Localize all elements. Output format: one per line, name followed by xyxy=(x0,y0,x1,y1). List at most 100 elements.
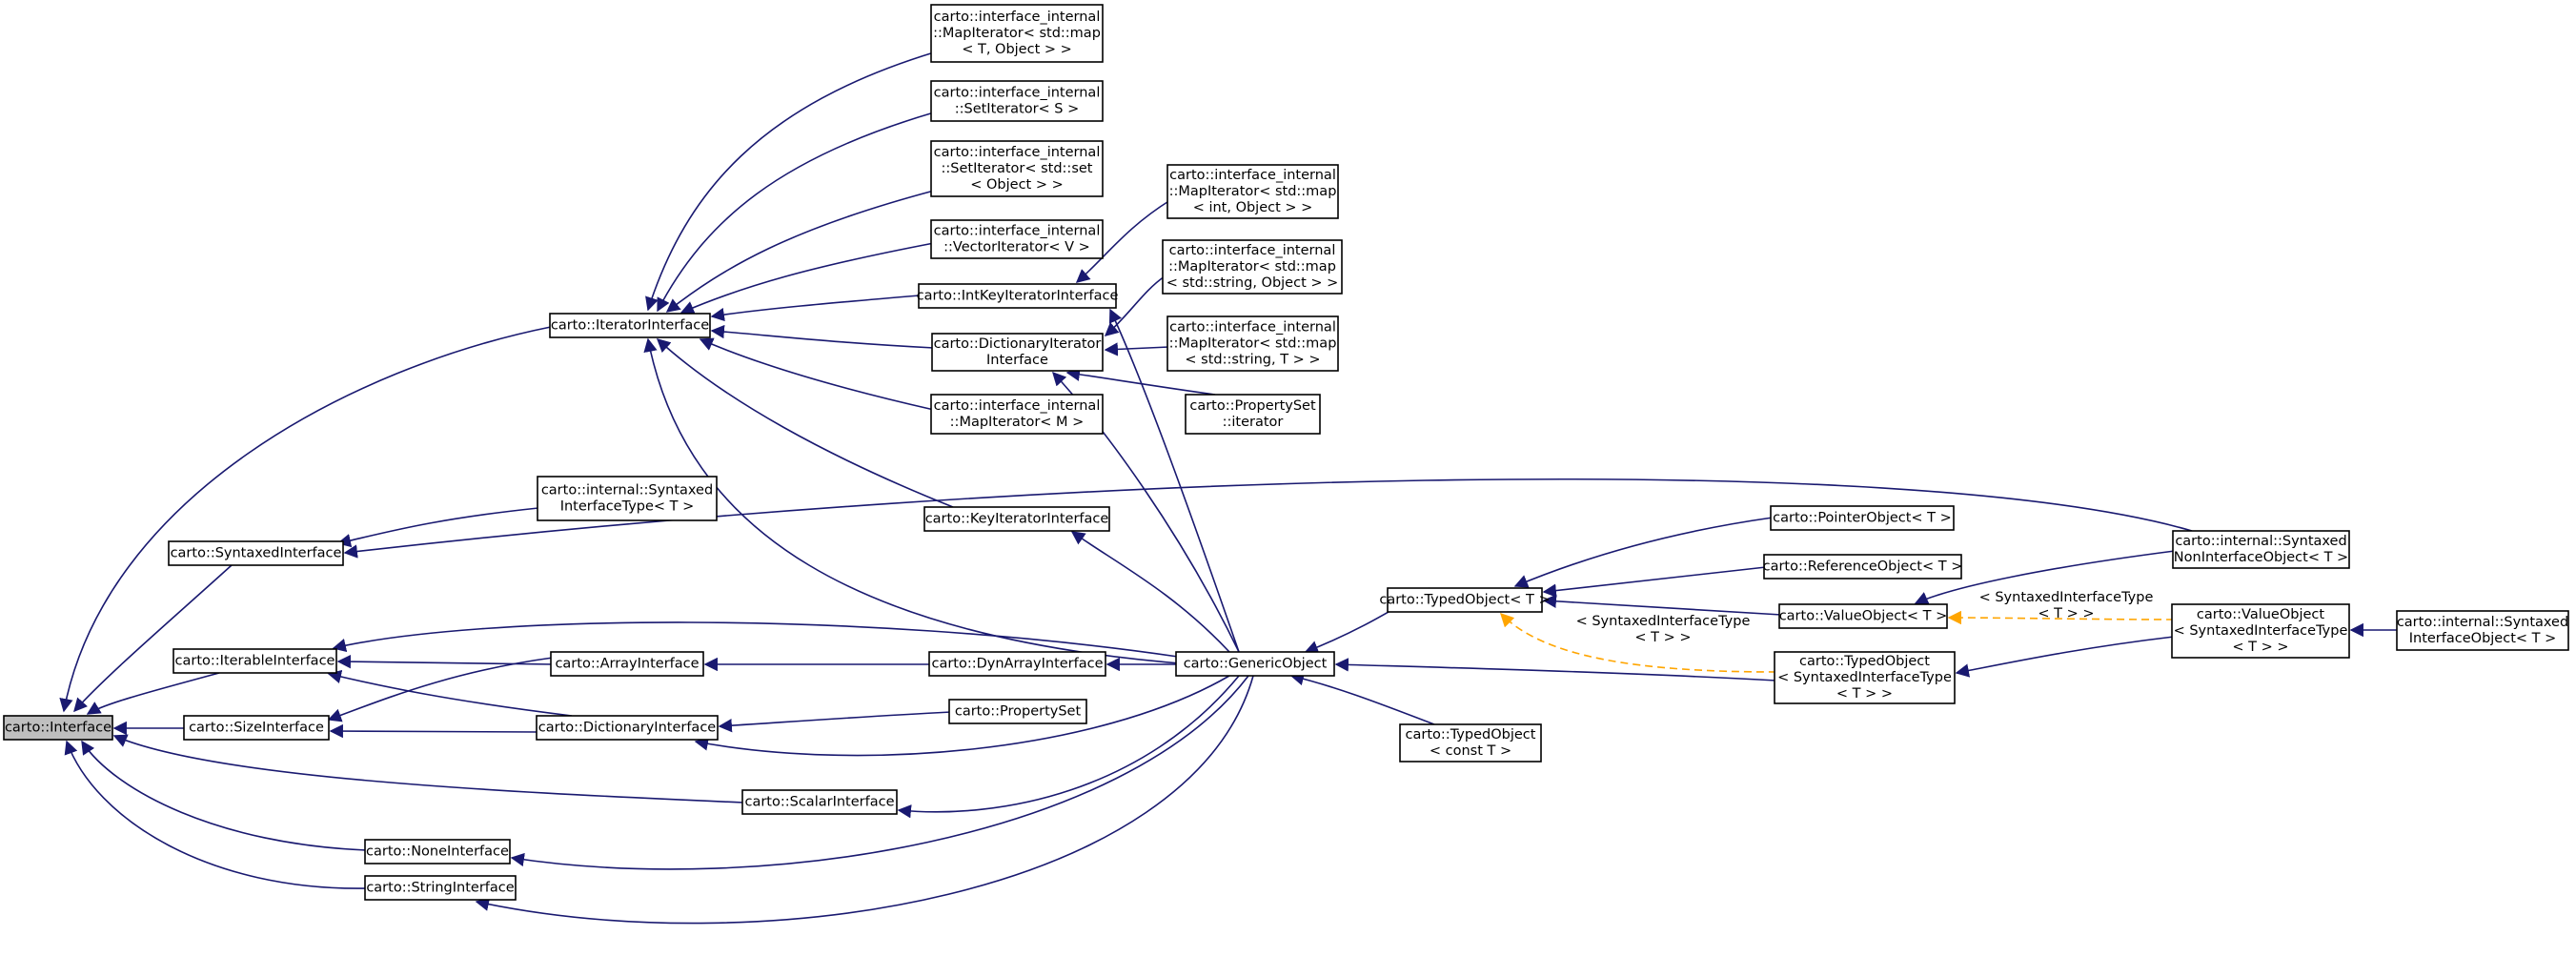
node-box xyxy=(536,715,719,741)
class-node-syntaxed-interface[interactable]: carto::SyntaxedInterface xyxy=(168,540,344,566)
class-node-key-iter-interface[interactable]: carto::KeyIteratorInterface xyxy=(923,506,1110,532)
class-node-property-set-iterator[interactable]: carto::PropertySet::iterator xyxy=(1185,394,1321,435)
edge-path xyxy=(699,337,935,411)
node-label-line: < Object > > xyxy=(970,177,1064,193)
node-label-line: carto::SyntaxedInterface xyxy=(171,546,342,561)
node-label-line: carto::interface_internal xyxy=(1169,243,1336,258)
nodes-layer: carto::Interface carto::IteratorInterface… xyxy=(3,4,2569,901)
class-node-map-iter-m[interactable]: carto::interface_internal::MapIterator< … xyxy=(930,394,1104,435)
class-node-interface[interactable]: carto::Interface xyxy=(3,715,113,741)
inheritance-edge-iterable-interface-to-interface xyxy=(86,672,220,715)
node-label-line: < std::string, Object > > xyxy=(1166,275,1339,291)
class-node-generic-object[interactable]: carto::GenericObject xyxy=(1175,651,1335,677)
node-box xyxy=(918,283,1117,309)
class-node-value-object-t[interactable]: carto::ValueObject< T > xyxy=(1778,603,1948,629)
class-node-array-interface[interactable]: carto::ArrayInterface xyxy=(550,651,704,677)
node-label-line: carto::IteratorInterface xyxy=(551,318,709,334)
inheritance-edge-typed-object-syntaxed-to-generic-object xyxy=(1334,658,1777,681)
class-node-set-iter-s[interactable]: carto::interface_internal::SetIterator< … xyxy=(930,80,1104,122)
node-box xyxy=(923,506,1110,532)
inheritance-edge-generic-object-to-iterator-interface xyxy=(643,337,1192,665)
edge-path xyxy=(112,734,744,803)
node-label-line: < T > > xyxy=(1836,686,1893,702)
inheritance-edge-array-interface-to-size-interface xyxy=(327,657,554,722)
node-box xyxy=(1185,394,1321,435)
node-label-line: carto::interface_internal xyxy=(1169,320,1336,336)
class-node-pointer-object-t[interactable]: carto::PointerObject< T > xyxy=(1770,505,1955,531)
class-node-syntaxed-interface-object[interactable]: carto::internal::SyntaxedInterfaceObject… xyxy=(2396,610,2569,651)
class-node-iterator-interface[interactable]: carto::IteratorInterface xyxy=(549,313,711,338)
node-label-line: carto::interface_internal xyxy=(934,224,1101,239)
inheritance-edge-generic-object-to-none-interface xyxy=(510,675,1249,870)
class-node-dictionary-interface[interactable]: carto::DictionaryInterface xyxy=(536,715,719,741)
class-node-map-iter-map-string-object[interactable]: carto::interface_internal::MapIterator< … xyxy=(1162,239,1343,295)
inheritance-edge-typed-object-const-t-to-generic-object xyxy=(1289,672,1435,725)
node-box xyxy=(1162,239,1343,295)
edge-path xyxy=(329,723,539,739)
node-label-line: carto::TypedObject xyxy=(1406,727,1536,742)
edge-path xyxy=(710,295,921,322)
edge-path xyxy=(657,112,935,313)
edge-path xyxy=(1289,672,1435,725)
inheritance-edge-vector-iter-v-to-iterator-interface xyxy=(679,242,935,315)
inheritance-edge-scalar-interface-to-interface xyxy=(112,734,744,803)
class-node-value-object-syntaxed[interactable]: carto::ValueObject< SyntaxedInterfaceTyp… xyxy=(2171,603,2350,659)
class-node-set-iter-set-object[interactable]: carto::interface_internal::SetIterator< … xyxy=(930,140,1104,197)
class-node-syntaxed-non-interface-object[interactable]: carto::internal::SyntaxedNonInterfaceObj… xyxy=(2172,530,2350,569)
class-node-property-set[interactable]: carto::PropertySet xyxy=(948,699,1087,724)
class-node-typed-object-syntaxed[interactable]: carto::TypedObject< SyntaxedInterfaceTyp… xyxy=(1774,651,1956,704)
edge-path xyxy=(897,675,1240,819)
class-node-reference-object-t[interactable]: carto::ReferenceObject< T > xyxy=(1763,554,1963,580)
node-box xyxy=(549,313,711,338)
edge-path xyxy=(1499,612,1777,673)
class-node-map-iter-map-int-object[interactable]: carto::interface_internal::MapIterator< … xyxy=(1166,164,1339,219)
node-label-line: ::SetIterator< std::set xyxy=(942,161,1093,176)
inheritance-edge-syntaxed-interface-type-to-syntaxed-interface xyxy=(336,507,539,548)
node-label-line: ::iterator xyxy=(1223,415,1284,430)
edge-path xyxy=(86,672,220,715)
inheritance-edge-reference-object-t-to-typed-object-t xyxy=(1542,566,1767,598)
inheritance-edge-map-iter-map-string-object-to-dictionary-iterator-interface xyxy=(1104,275,1166,336)
class-node-map-iter-map-t-object[interactable]: carto::interface_internal::MapIterator< … xyxy=(930,4,1104,63)
inheritance-edge-generic-object-to-iterable-interface xyxy=(332,621,1179,658)
class-node-typed-object-t[interactable]: carto::TypedObject< T > xyxy=(1379,587,1551,613)
node-box xyxy=(1770,505,1955,531)
class-node-iterable-interface[interactable]: carto::IterableInterface xyxy=(172,648,337,674)
node-label-line: carto::SizeInterface xyxy=(189,721,324,736)
node-label-line: carto::ValueObject xyxy=(2197,607,2325,622)
inheritance-edge-map-iter-map-t-object-to-iterator-interface xyxy=(645,51,935,312)
node-box xyxy=(931,333,1104,372)
class-node-none-interface[interactable]: carto::NoneInterface xyxy=(364,839,511,864)
edge-path xyxy=(475,675,1254,925)
edge-path xyxy=(1513,517,1774,588)
inheritance-edge-property-set-to-dictionary-interface xyxy=(718,711,952,733)
node-label-line: carto::interface_internal xyxy=(934,145,1101,160)
node-label-line: carto::interface_internal xyxy=(934,398,1101,414)
node-label-line: carto::internal::Syntaxed xyxy=(2397,615,2568,630)
edge-path xyxy=(332,621,1179,658)
inheritance-edge-set-iter-s-to-iterator-interface xyxy=(657,112,935,313)
class-node-map-iter-map-string-t[interactable]: carto::interface_internal::MapIterator< … xyxy=(1166,315,1339,372)
class-node-scalar-interface[interactable]: carto::ScalarInterface xyxy=(741,789,898,815)
edge-path xyxy=(327,669,573,717)
edge-path xyxy=(656,338,954,508)
node-label-line: ::MapIterator< std::map xyxy=(933,26,1101,41)
edge-path xyxy=(1104,342,1170,356)
class-node-int-key-iter-interface[interactable]: carto::IntKeyIteratorInterface xyxy=(917,283,1119,309)
class-node-size-interface[interactable]: carto::SizeInterface xyxy=(183,715,330,741)
edge-path xyxy=(59,326,552,713)
node-box xyxy=(1387,587,1543,613)
class-node-string-interface[interactable]: carto::StringInterface xyxy=(364,875,517,901)
class-node-syntaxed-interface-type[interactable]: carto::internal::SyntaxedInterfaceType< … xyxy=(537,476,718,521)
class-node-typed-object-const-t[interactable]: carto::TypedObject< const T > xyxy=(1399,723,1542,763)
class-node-vector-iter-v[interactable]: carto::interface_internal::VectorIterato… xyxy=(930,219,1104,259)
node-label-line: carto::IterableInterface xyxy=(175,654,335,669)
edge-path xyxy=(665,190,935,313)
class-node-dyn-array-interface[interactable]: carto::DynArrayInterface xyxy=(928,651,1106,677)
inheritance-edge-generic-object-to-string-interface xyxy=(475,675,1254,925)
node-box xyxy=(930,140,1104,197)
node-label-line: carto::TypedObject xyxy=(1799,654,1930,669)
inheritance-edge-key-iter-interface-to-iterator-interface xyxy=(656,338,954,508)
edge-path xyxy=(643,337,1192,665)
